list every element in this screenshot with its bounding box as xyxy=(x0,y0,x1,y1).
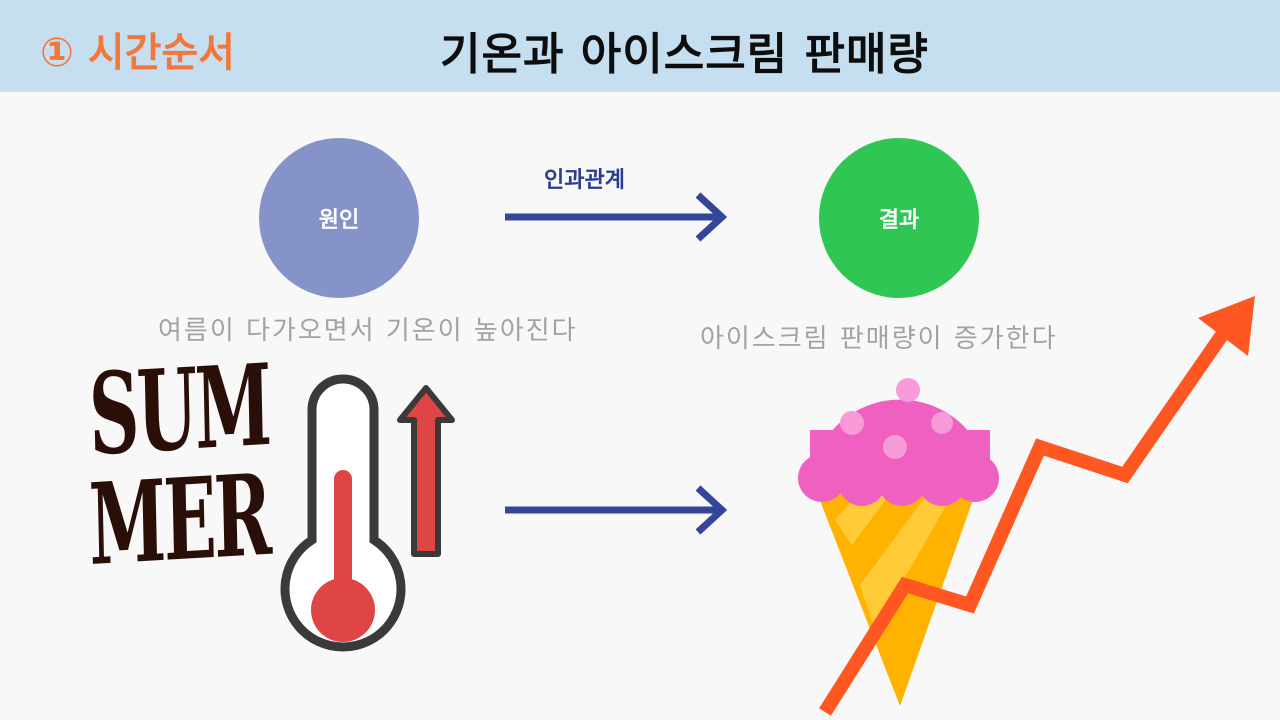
effect-label: 결과 xyxy=(878,208,920,233)
up-arrow-icon xyxy=(397,385,455,557)
relation-label: 인과관계 xyxy=(544,168,625,193)
ice-cream-icon xyxy=(798,378,999,706)
trend-arrow-icon xyxy=(819,296,1255,716)
thermometer-icon xyxy=(280,374,406,652)
connector-arrow-icon xyxy=(505,485,728,535)
cause-circle: 원인 xyxy=(259,138,419,298)
page-title: 기온과 아이스크림 판매량 xyxy=(440,29,929,80)
section-label: ① 시간순서 xyxy=(40,30,235,76)
cause-caption: 여름이 다가오면서 기온이 높아진다 xyxy=(158,316,578,346)
cause-label: 원인 xyxy=(318,208,360,233)
effect-circle: 결과 xyxy=(819,138,979,298)
effect-caption: 아이스크림 판매량이 증가한다 xyxy=(700,324,1058,354)
header-bar: ① 시간순서 기온과 아이스크림 판매량 xyxy=(0,0,1280,92)
relation-arrow-icon xyxy=(505,192,728,242)
